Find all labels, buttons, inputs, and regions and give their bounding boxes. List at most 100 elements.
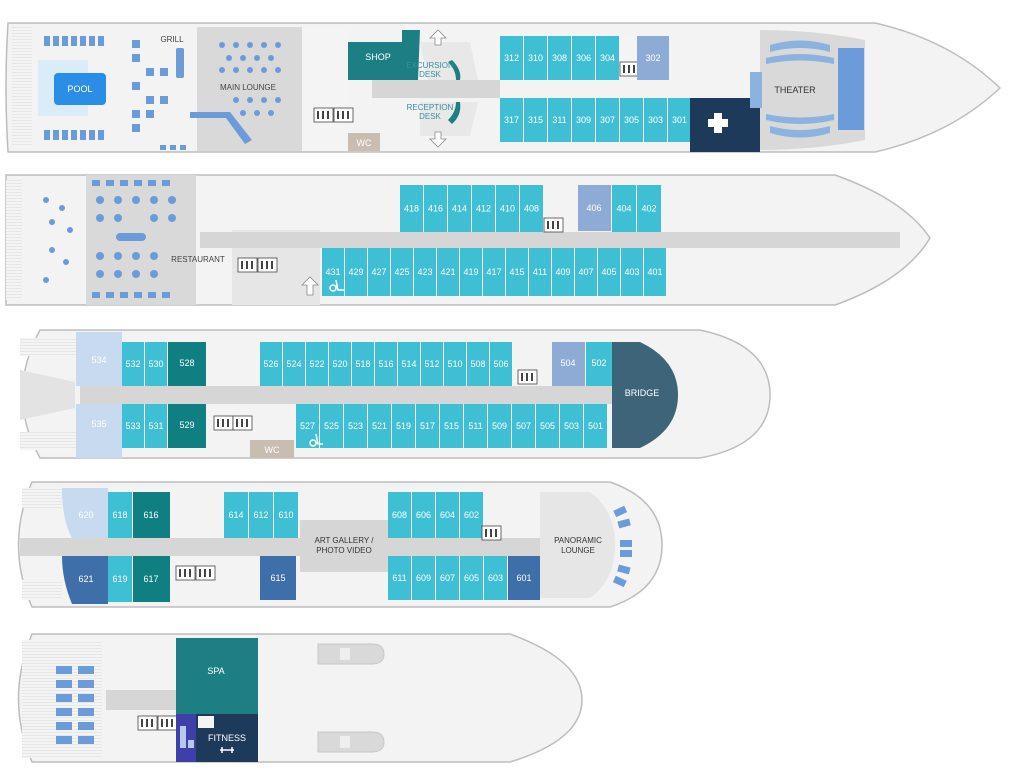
cabin-304[interactable] — [596, 36, 619, 80]
cabin-531[interactable] — [145, 404, 167, 448]
cabin-312[interactable] — [500, 36, 523, 80]
cabin-308[interactable] — [548, 36, 571, 80]
cabin-309[interactable] — [572, 98, 595, 142]
excursion-desk[interactable] — [448, 60, 461, 80]
cabin-412[interactable] — [472, 185, 495, 232]
shop[interactable] — [348, 30, 420, 80]
cabin-504[interactable] — [552, 342, 585, 386]
cabin-505[interactable] — [536, 404, 559, 448]
cabin-506[interactable] — [490, 342, 512, 386]
pool[interactable] — [54, 73, 106, 105]
cabin-310[interactable] — [524, 36, 547, 80]
cabin-407[interactable] — [575, 248, 597, 296]
cabin-419[interactable] — [460, 248, 482, 296]
cabin-532[interactable] — [122, 342, 144, 386]
cabin-517[interactable] — [416, 404, 439, 448]
cabin-301[interactable] — [668, 98, 691, 142]
cabin-521[interactable] — [368, 404, 391, 448]
cabin-307[interactable] — [596, 98, 619, 142]
cabin-511[interactable] — [464, 404, 487, 448]
cabin-604[interactable] — [436, 492, 459, 538]
cabin-425[interactable] — [391, 248, 413, 296]
cabin-408[interactable] — [520, 185, 543, 232]
cabin-427[interactable] — [368, 248, 390, 296]
cabin-515[interactable] — [440, 404, 463, 448]
cabin-421[interactable] — [437, 248, 459, 296]
cabin-431[interactable] — [322, 248, 344, 296]
suite-621[interactable] — [62, 556, 108, 604]
bridge[interactable] — [612, 342, 678, 448]
cabin-612[interactable] — [249, 492, 273, 538]
cabin-611[interactable] — [388, 556, 411, 600]
cabin-404[interactable] — [612, 185, 636, 232]
cabin-401[interactable] — [644, 248, 666, 296]
suite-620[interactable] — [62, 488, 108, 538]
cabin-524[interactable] — [283, 342, 305, 386]
reception-desk[interactable] — [448, 102, 461, 124]
cabin-528[interactable] — [168, 342, 206, 386]
cabin-619[interactable] — [108, 556, 132, 602]
cabin-603[interactable] — [484, 556, 507, 600]
cabin-529[interactable] — [168, 404, 206, 448]
cabin-306[interactable] — [572, 36, 595, 80]
cabin-608[interactable] — [388, 492, 411, 538]
cabin-520[interactable] — [329, 342, 351, 386]
cabin-406[interactable] — [578, 185, 611, 231]
cabin-514[interactable] — [398, 342, 420, 386]
art-gallery[interactable] — [300, 520, 388, 572]
cabin-605[interactable] — [460, 556, 483, 600]
cabin-516[interactable] — [375, 342, 397, 386]
cabin-410[interactable] — [496, 185, 519, 232]
cabin-526[interactable] — [260, 342, 282, 386]
cabin-512[interactable] — [421, 342, 443, 386]
cabin-510[interactable] — [444, 342, 466, 386]
cabin-303[interactable] — [644, 98, 667, 142]
cabin-402[interactable] — [637, 185, 661, 232]
cabin-403[interactable] — [621, 248, 643, 296]
cabin-519[interactable] — [392, 404, 415, 448]
cabin-414[interactable] — [448, 185, 471, 232]
cabin-507[interactable] — [512, 404, 535, 448]
cabin-614[interactable] — [224, 492, 248, 538]
cabin-317[interactable] — [500, 98, 523, 142]
cabin-409[interactable] — [552, 248, 574, 296]
cabin-509[interactable] — [488, 404, 511, 448]
cabin-305[interactable] — [620, 98, 643, 142]
cabin-423[interactable] — [414, 248, 436, 296]
cabin-302[interactable] — [637, 36, 669, 80]
cabin-527[interactable] — [296, 404, 319, 448]
cabin-429[interactable] — [345, 248, 367, 296]
cabin-602[interactable] — [460, 492, 483, 538]
cabin-609[interactable] — [412, 556, 435, 600]
suite-534[interactable] — [76, 332, 122, 386]
cabin-315[interactable] — [524, 98, 547, 142]
cabin-530[interactable] — [145, 342, 167, 386]
cabin-411[interactable] — [529, 248, 551, 296]
suite-535[interactable] — [76, 404, 122, 458]
cabin-610[interactable] — [274, 492, 298, 538]
cabin-501[interactable] — [584, 404, 607, 448]
cabin-616[interactable] — [133, 492, 170, 538]
spa[interactable] — [176, 638, 258, 714]
panoramic-lounge[interactable] — [540, 492, 615, 598]
cabin-405[interactable] — [598, 248, 620, 296]
cabin-618[interactable] — [108, 492, 132, 538]
cabin-617[interactable] — [133, 556, 170, 602]
cabin-417[interactable] — [483, 248, 505, 296]
cabin-508[interactable] — [467, 342, 489, 386]
cabin-503[interactable] — [560, 404, 583, 448]
cabin-518[interactable] — [352, 342, 374, 386]
cabin-525[interactable] — [320, 404, 343, 448]
cabin-415[interactable] — [506, 248, 528, 296]
cabin-523[interactable] — [344, 404, 367, 448]
cabin-533[interactable] — [122, 404, 144, 448]
cabin-502[interactable] — [586, 342, 612, 386]
wc[interactable] — [348, 133, 380, 151]
cabin-606[interactable] — [412, 492, 435, 538]
cabin-418[interactable] — [400, 185, 423, 232]
cabin-522[interactable] — [306, 342, 328, 386]
wc[interactable] — [250, 440, 294, 458]
cabin-615[interactable] — [260, 556, 296, 600]
cabin-601[interactable] — [508, 556, 540, 600]
cabin-607[interactable] — [436, 556, 459, 600]
